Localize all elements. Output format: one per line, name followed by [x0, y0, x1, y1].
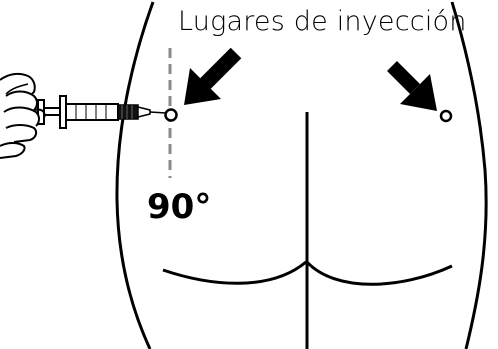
- hand-icon: [0, 72, 46, 159]
- body-outline-right: [450, 1, 488, 349]
- injection-site-right: [439, 109, 453, 123]
- arrow-left-icon: [184, 47, 242, 105]
- gluteal-fold-right: [305, 260, 453, 286]
- diagram-title: Lugares de inyección: [178, 6, 467, 37]
- arrow-right-icon: [387, 61, 437, 111]
- gluteal-fold-left: [162, 260, 307, 285]
- syringe-icon: [37, 95, 167, 129]
- injection-site-left: [164, 108, 178, 122]
- angle-label: 90°: [147, 187, 212, 227]
- body-outline-left: [115, 1, 155, 349]
